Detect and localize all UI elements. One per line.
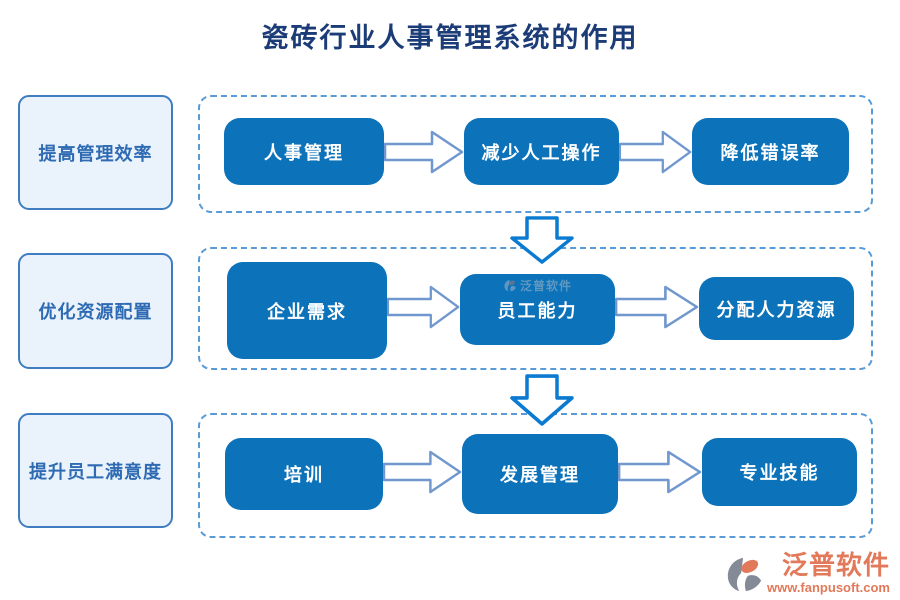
- right-arrow-icon: [383, 450, 462, 494]
- flow-node-label: 培训: [284, 465, 324, 485]
- flow-node-allocate-human-resources: 分配人力资源: [699, 277, 854, 340]
- flow-node-reduce-manual-work: 减少人工操作: [464, 118, 619, 185]
- watermark-logo: 泛普软件: [503, 277, 572, 294]
- brand-logo-icon: [725, 555, 763, 593]
- brand-name: 泛普软件: [781, 551, 890, 580]
- flow-node-employee-capability: 泛普软件 员工能力: [460, 274, 615, 345]
- flow-node-development-management: 发展管理: [462, 434, 618, 514]
- right-arrow-icon: [618, 450, 702, 494]
- down-arrow-icon: [510, 216, 574, 264]
- flow-node-label: 发展管理: [500, 465, 580, 485]
- flow-node-label: 人事管理: [264, 142, 344, 163]
- sidebar-item-label: 提高管理效率: [38, 143, 153, 164]
- flow-node-label: 员工能力: [497, 300, 578, 321]
- brand-url: www.fanpusoft.com: [766, 580, 890, 595]
- flow-node-professional-skills: 专业技能: [702, 438, 857, 506]
- flow-node-personnel-management: 人事管理: [224, 118, 384, 185]
- flow-node-training: 培训: [225, 438, 383, 510]
- down-arrow-icon: [510, 374, 574, 426]
- flow-node-enterprise-needs: 企业需求: [227, 262, 387, 359]
- sidebar-item-management-efficiency: 提高管理效率: [18, 95, 173, 210]
- flow-node-label: 降低错误率: [720, 142, 821, 163]
- sidebar-item-label: 优化资源配置: [38, 302, 153, 322]
- flow-node-label: 减少人工操作: [481, 142, 602, 163]
- flow-node-label: 专业技能: [739, 463, 820, 483]
- right-arrow-icon: [387, 285, 460, 329]
- page-title: 瓷砖行业人事管理系统的作用: [261, 23, 639, 53]
- right-arrow-icon: [384, 130, 464, 174]
- footer-brand-logo: 泛普软件 www.fanpusoft.com: [725, 553, 890, 594]
- sidebar-item-resource-allocation: 优化资源配置: [18, 253, 173, 369]
- right-arrow-icon: [615, 285, 699, 329]
- flow-node-label: 分配人力资源: [716, 299, 837, 320]
- flow-node-label: 企业需求: [267, 301, 347, 322]
- sidebar-item-label: 提升员工满意度: [29, 461, 162, 482]
- flow-group-resources: 企业需求 泛普软件 员工能力 分配人力资源: [198, 247, 873, 370]
- watermark-brand-text: 泛普软件: [519, 279, 573, 293]
- watermark-brand-icon: [503, 279, 516, 292]
- flow-group-efficiency: 人事管理 减少人工操作 降低错误率: [198, 95, 873, 213]
- right-arrow-icon: [619, 130, 692, 174]
- flow-group-satisfaction: 培训 发展管理 专业技能: [198, 413, 873, 538]
- flow-node-lower-error-rate: 降低错误率: [692, 118, 849, 185]
- sidebar-item-employee-satisfaction: 提升员工满意度: [18, 413, 173, 528]
